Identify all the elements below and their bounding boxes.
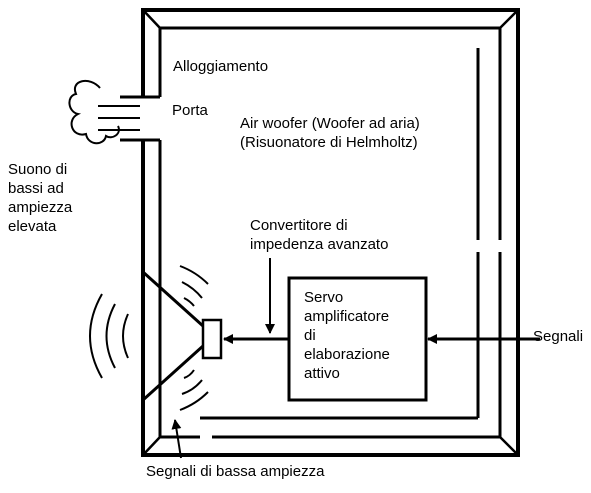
air-woofer-label: Air woofer (Woofer ad aria) (Risuonatore… bbox=[240, 114, 420, 152]
converter-line-1: Convertitore di bbox=[250, 217, 348, 234]
sound-cloud-icon bbox=[68, 79, 120, 145]
servo-line-5: attivo bbox=[304, 365, 340, 382]
bass-sound-line-3: ampiezza bbox=[8, 199, 73, 216]
housing-inner-wall bbox=[158, 26, 502, 439]
port-label: Porta bbox=[172, 102, 208, 119]
inner-lining bbox=[200, 48, 480, 420]
outer-sound-waves-icon bbox=[89, 293, 129, 379]
inner-sound-waves-icon bbox=[179, 265, 209, 411]
lining-gaps bbox=[200, 240, 503, 440]
air-woofer-line-1: Air woofer (Woofer ad aria) bbox=[240, 115, 420, 132]
converter-label: Convertitore di impedenza avanzato bbox=[250, 216, 388, 254]
air-woofer-line-2: (Risuonatore di Helmholtz) bbox=[240, 134, 418, 151]
speaker-cone-icon bbox=[141, 270, 205, 402]
low-signal-pointer-arrow bbox=[171, 419, 182, 459]
servo-line-3: di bbox=[304, 327, 316, 344]
servo-line-2: amplificatore bbox=[304, 308, 390, 325]
servo-label: Servo amplificatore di elaborazione atti… bbox=[304, 288, 390, 383]
housing-label: Alloggiamento bbox=[173, 58, 269, 75]
servo-line-4: elaborazione bbox=[304, 346, 390, 363]
signals-label: Segnali bbox=[533, 328, 584, 345]
housing-corner-bevels bbox=[142, 9, 519, 456]
port-tube bbox=[120, 95, 160, 142]
low-signals-label: Segnali di bassa ampiezza bbox=[146, 463, 325, 480]
servo-amplifier-box bbox=[287, 276, 428, 402]
voice-coil-icon bbox=[201, 318, 223, 360]
bass-sound-line-2: bassi ad bbox=[8, 180, 64, 197]
housing-outer-wall bbox=[141, 8, 520, 457]
bass-sound-label: Suono di bassi ad ampiezza elevata bbox=[8, 160, 72, 236]
bass-sound-line-1: Suono di bbox=[8, 161, 68, 178]
bass-sound-line-4: elevata bbox=[8, 218, 57, 235]
servo-line-1: Servo bbox=[304, 289, 344, 306]
converter-line-2: impedenza avanzato bbox=[250, 236, 389, 253]
